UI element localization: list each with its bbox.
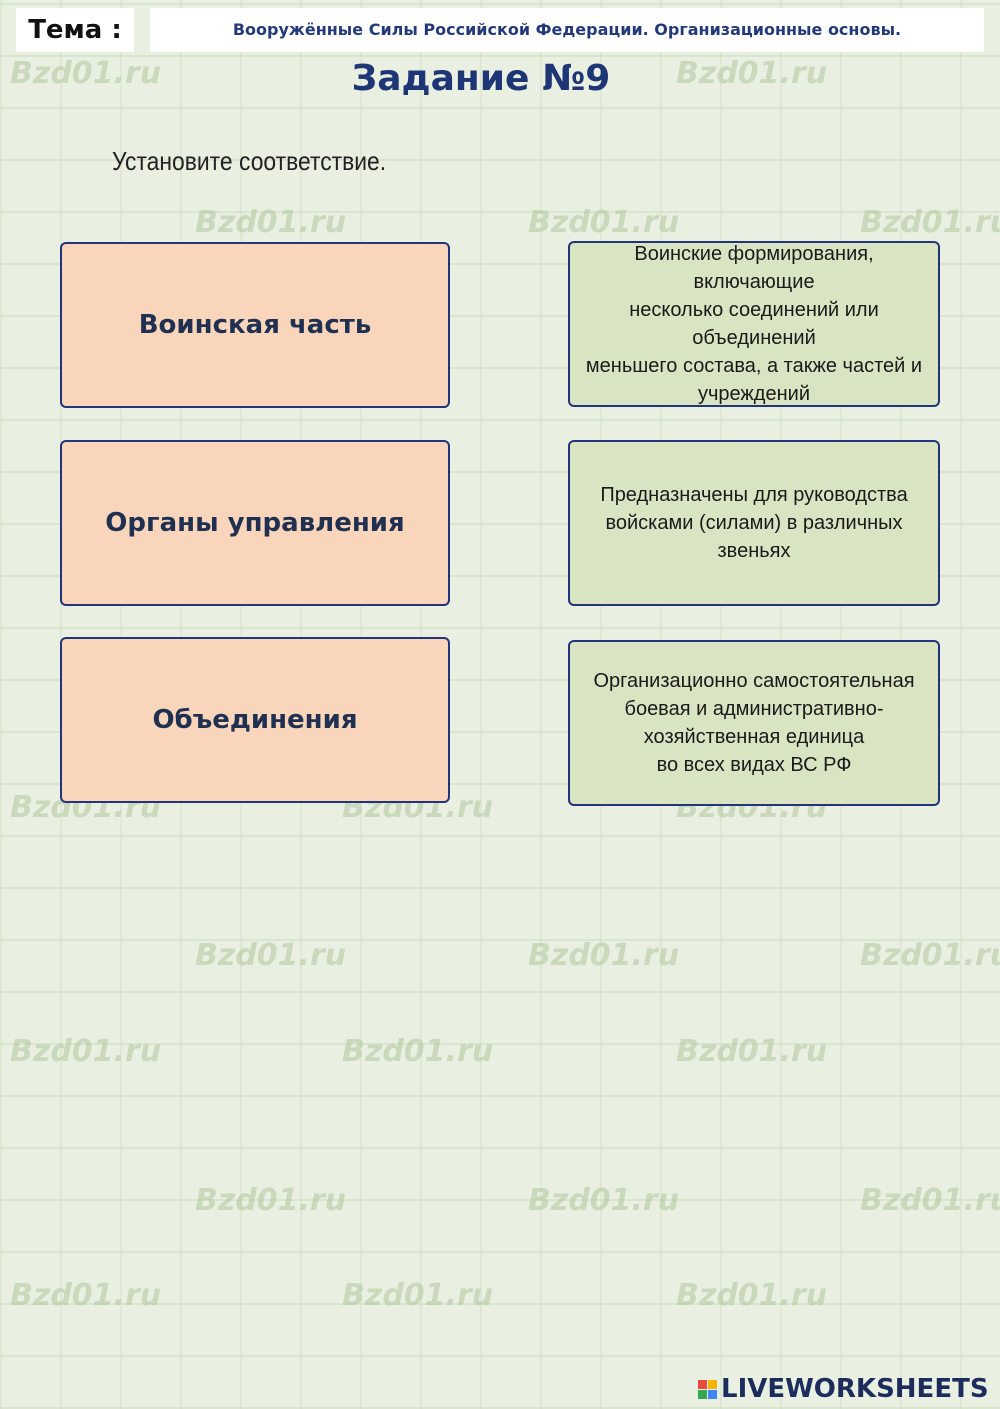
watermark: Bzd01.ru [195, 205, 347, 240]
watermark: Bzd01.ru [676, 56, 828, 91]
match-left-card-3[interactable]: Объединения [60, 637, 450, 803]
task-instruction: Установите соответствие. [112, 146, 387, 176]
match-right-card-1[interactable]: Воинские формирования, включающие нескол… [568, 241, 940, 407]
match-right-card-2[interactable]: Предназначены для руководства войсками (… [568, 440, 940, 606]
watermark: Bzd01.ru [10, 1034, 162, 1069]
match-left-card-2[interactable]: Органы управления [60, 440, 450, 606]
watermark: Bzd01.ru [10, 1278, 162, 1313]
logo-mark-icon [698, 1379, 717, 1399]
watermark: Bzd01.ru [528, 938, 680, 973]
match-right-card-3[interactable]: Организационно самостоятельная боевая и … [568, 640, 940, 806]
watermark: Bzd01.ru [342, 1034, 494, 1069]
watermark: Bzd01.ru [195, 938, 347, 973]
logo-text: LIVEWORKSHEETS [721, 1374, 989, 1404]
topic-label: Тема : [16, 8, 134, 52]
task-title: Задание №9 [351, 58, 611, 99]
watermark: Bzd01.ru [860, 1183, 1000, 1218]
watermark: Bzd01.ru [10, 56, 162, 91]
watermark: Bzd01.ru [676, 1278, 828, 1313]
topic-text: Вооружённые Силы Российской Федерации. О… [150, 8, 984, 52]
watermark: Bzd01.ru [528, 1183, 680, 1218]
watermark: Bzd01.ru [676, 1034, 828, 1069]
watermark: Bzd01.ru [342, 1278, 494, 1313]
watermark: Bzd01.ru [528, 205, 680, 240]
watermark: Bzd01.ru [195, 1183, 347, 1218]
match-left-card-1[interactable]: Воинская часть [60, 242, 450, 408]
watermark: Bzd01.ru [860, 938, 1000, 973]
liveworksheets-logo: LIVEWORKSHEETS [698, 1374, 989, 1404]
watermark: Bzd01.ru [860, 205, 1000, 240]
